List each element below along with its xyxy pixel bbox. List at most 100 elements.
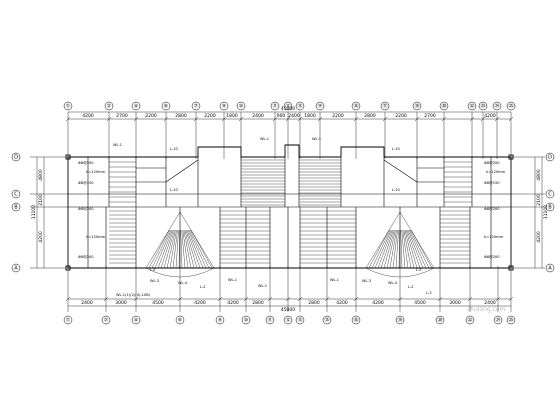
axis-top-6: ⑩ (236, 101, 246, 111)
grid-lines (30, 112, 545, 312)
stair-fan-left (182, 229, 189, 269)
dim-bottom-2: 4500 (152, 300, 164, 306)
beam-label-l10-right: L-10 (392, 147, 401, 151)
axis-bottom-14: ㉔ (493, 315, 503, 325)
axis-bottom-12-circle (435, 315, 445, 325)
dim-tick-bottom-13 (467, 296, 473, 302)
axis-left-1-text: C (14, 191, 18, 197)
axis-right-3: A (545, 263, 555, 273)
axis-right-0-circle (545, 152, 555, 162)
axis-top-0: ① (63, 101, 73, 111)
beam-label-wl-bottom-center: WL-1 (258, 284, 267, 288)
axis-top-3-text: ⑥ (164, 103, 169, 109)
rebar-label-right-b: Φ8@150 (484, 181, 500, 185)
watermark: zhulong.com (467, 306, 506, 313)
axis-top-14-circle (439, 101, 449, 111)
outer-wall (67, 144, 512, 269)
axis-top-12-text: ⑰ (382, 102, 387, 109)
dim-tick-bottom-3 (177, 296, 183, 302)
slab-thickness-right-b: h=120mm (484, 235, 504, 239)
dim-top-12: 2200 (395, 113, 407, 119)
axis-top-18-circle (506, 101, 516, 111)
axis-top-16: ㉓ (478, 101, 488, 111)
stair-fan-right (380, 229, 394, 269)
stair-fan-left (151, 229, 171, 269)
column-corner-d (508, 265, 514, 271)
beam-note-left: WL-1(1)(2)(4)-10B) (116, 293, 151, 297)
beam-label-l3-right: L-3 (426, 291, 432, 295)
axis-bottom-14-circle (493, 315, 503, 325)
axis-top-14-text: ⑳ (441, 102, 446, 109)
axis-left-2-circle (11, 202, 21, 212)
beam-label-l5-right: L-5 (416, 268, 422, 272)
axis-bottom-1-circle (101, 315, 111, 325)
axis-top-9-circle (295, 101, 305, 111)
dim-top-4: 2200 (204, 113, 216, 119)
axis-top-15-text: ㉒ (469, 102, 474, 109)
dim-right-total: 11100 (543, 205, 549, 219)
beam-label-l5-left: L-5 (150, 268, 156, 272)
axis-left-1-circle (11, 189, 21, 199)
stair-fan-right (392, 229, 398, 269)
stair-fan-left (181, 229, 186, 269)
rebar-label-left-c: Φ8@200 (78, 207, 94, 211)
dim-tick-bottom-5 (243, 296, 249, 302)
stair-fan-right (409, 229, 430, 269)
column-corner-b (508, 154, 514, 160)
axis-bottom-7: ⑫ (283, 315, 293, 325)
beam-label-wl3-left: WL-3 (150, 279, 159, 283)
dim-bottom-10: 3000 (449, 300, 461, 306)
axis-top-4-text: ⑦ (194, 103, 199, 109)
rebar-label-right-c: Φ8@200 (484, 207, 500, 211)
stair-fan-right (402, 229, 409, 269)
axis-top-17-text: ㉔ (494, 102, 499, 109)
stair-fan-left (175, 229, 179, 269)
axis-bottom-5-circle (241, 315, 251, 325)
axis-bottom-8: ⑬ (295, 315, 305, 325)
axis-bottom-2: ④ (131, 315, 141, 325)
axis-top-16-text: ㉓ (480, 102, 485, 109)
stair-fan-right (411, 229, 433, 269)
dim-top-9: 1800 (304, 113, 316, 119)
axis-bottom-0: ① (63, 315, 73, 325)
axis-bottom-6: ⑪ (265, 315, 275, 325)
axis-left-3: A (11, 263, 21, 273)
beam-label-wl4-left: WL-4 (178, 281, 188, 285)
axis-bottom-3-text: ⑥ (178, 317, 183, 323)
axis-right-3-circle (545, 263, 555, 273)
axis-bottom-11: ⑲ (395, 315, 405, 325)
axis-top-5: ⑨ (219, 101, 229, 111)
stair-fan-right (389, 229, 397, 269)
dim-tick-top-15 (469, 116, 475, 122)
axis-bottom-1: ② (101, 315, 111, 325)
stair-fan-left (189, 229, 210, 269)
dim-top-7: 900 (277, 113, 286, 119)
axis-right-1-circle (545, 189, 555, 199)
axis-top-13-circle (412, 101, 422, 111)
dim-bottom-4: 4200 (227, 300, 239, 306)
stair-fan-right (377, 229, 393, 269)
axis-top-10: ⑭ (315, 101, 325, 111)
dim-tick-top-4 (193, 116, 199, 122)
dim-tick-top-17 (494, 116, 500, 122)
beam-label-l2-left: L-2 (200, 285, 206, 289)
dim-tick-top-5 (221, 116, 227, 122)
dim-tick-top-10 (317, 116, 323, 122)
stair-fan-left (179, 211, 215, 269)
dim-tick-bottom-2 (133, 296, 139, 302)
axis-bottom-7-text: ⑫ (285, 316, 290, 323)
dim-bottom-5: 2800 (252, 300, 264, 306)
axis-top-2-circle (131, 101, 141, 111)
beam-label-wl-bottom-right: WL-1 (330, 278, 339, 282)
interior-walls-and-beams (68, 157, 511, 268)
axis-bottom-2-circle (131, 315, 141, 325)
beam-label-wl-left: WL-1 (113, 143, 122, 147)
axis-bottom-9-text: ⑮ (324, 316, 329, 323)
dim-tick-top-1 (106, 116, 112, 122)
axis-top-14: ⑳ (439, 101, 449, 111)
dim-tick-top-8 (285, 116, 291, 122)
dim-tick-bottom-9 (324, 296, 330, 302)
stair-fan-right (406, 229, 421, 269)
axis-top-10-circle (315, 101, 325, 111)
